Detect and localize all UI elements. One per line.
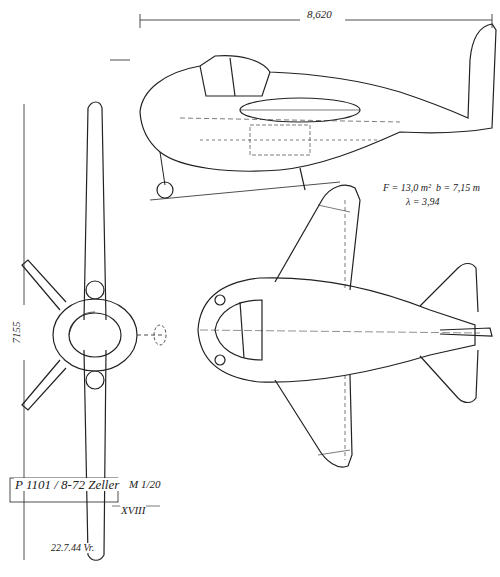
- drawing-label: M 1/20: [128, 479, 161, 490]
- drawing-label: F = 13,0 m²: [382, 183, 432, 193]
- drawing-label: 8,620: [306, 9, 333, 20]
- drawing-label: 7155: [10, 320, 21, 344]
- drawing-label: λ = 3,94: [405, 197, 441, 207]
- drawing-label: XVIII: [120, 505, 146, 516]
- drawing-label: 22.7.44 Vr.: [50, 543, 95, 553]
- drawing-label: P 1101 / 8-72 Zeller: [14, 478, 120, 491]
- drawing-label: b = 7,15 m: [435, 183, 481, 193]
